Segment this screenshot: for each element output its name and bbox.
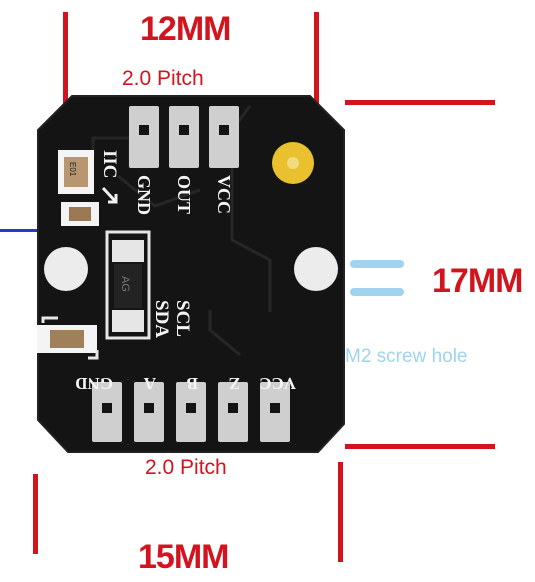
dimension-height: 17MM	[432, 262, 523, 300]
screw-hole-note: M2 screw hole	[345, 346, 468, 367]
dimension-bottom-width: 15MM	[138, 538, 229, 576]
bottom-right-dimension-line	[338, 462, 343, 562]
silk-scl: SCL	[172, 300, 193, 337]
silk-pin-a: A	[143, 374, 156, 393]
cap-marking: E01	[68, 162, 77, 177]
pitch-top: 2.0 Pitch	[122, 67, 204, 90]
dimension-top-width: 12MM	[140, 10, 231, 48]
resistor-component	[61, 202, 99, 226]
gold-pad-center	[287, 157, 299, 169]
mounting-hole-left	[44, 247, 88, 291]
top-height-line	[345, 100, 495, 105]
bottom-header-pads	[92, 382, 290, 442]
silk-pin-gnd-bottom: GND	[75, 374, 113, 393]
silk-pin-gnd-top: GND	[134, 175, 154, 215]
top-header-pads	[129, 106, 239, 168]
trace	[117, 174, 201, 208]
silk-sda: SDA	[151, 300, 172, 338]
capacitor-component	[58, 150, 94, 194]
equals-marker-top	[350, 260, 404, 268]
pcb-board	[37, 95, 345, 453]
silk-iic: IIC	[99, 150, 120, 179]
trace	[208, 310, 241, 357]
silk-pin-z: Z	[229, 374, 240, 393]
silk-pin-out: OUT	[174, 175, 194, 214]
silk-pin-vcc-bottom: VCC	[259, 374, 296, 393]
mounting-hole-right	[294, 247, 338, 291]
bottom-height-line	[345, 444, 495, 449]
silk-pin-vcc-top: VCC	[214, 175, 234, 214]
bottom-left-dimension-line	[33, 474, 38, 554]
bottom-left-component	[37, 316, 99, 360]
equals-marker-bottom	[350, 288, 404, 296]
pitch-bottom: 2.0 Pitch	[145, 456, 227, 479]
arrow-icon	[101, 186, 118, 204]
silk-pin-b: B	[187, 374, 198, 393]
ic-chip	[105, 230, 151, 340]
chip-marking: AG	[119, 276, 131, 292]
